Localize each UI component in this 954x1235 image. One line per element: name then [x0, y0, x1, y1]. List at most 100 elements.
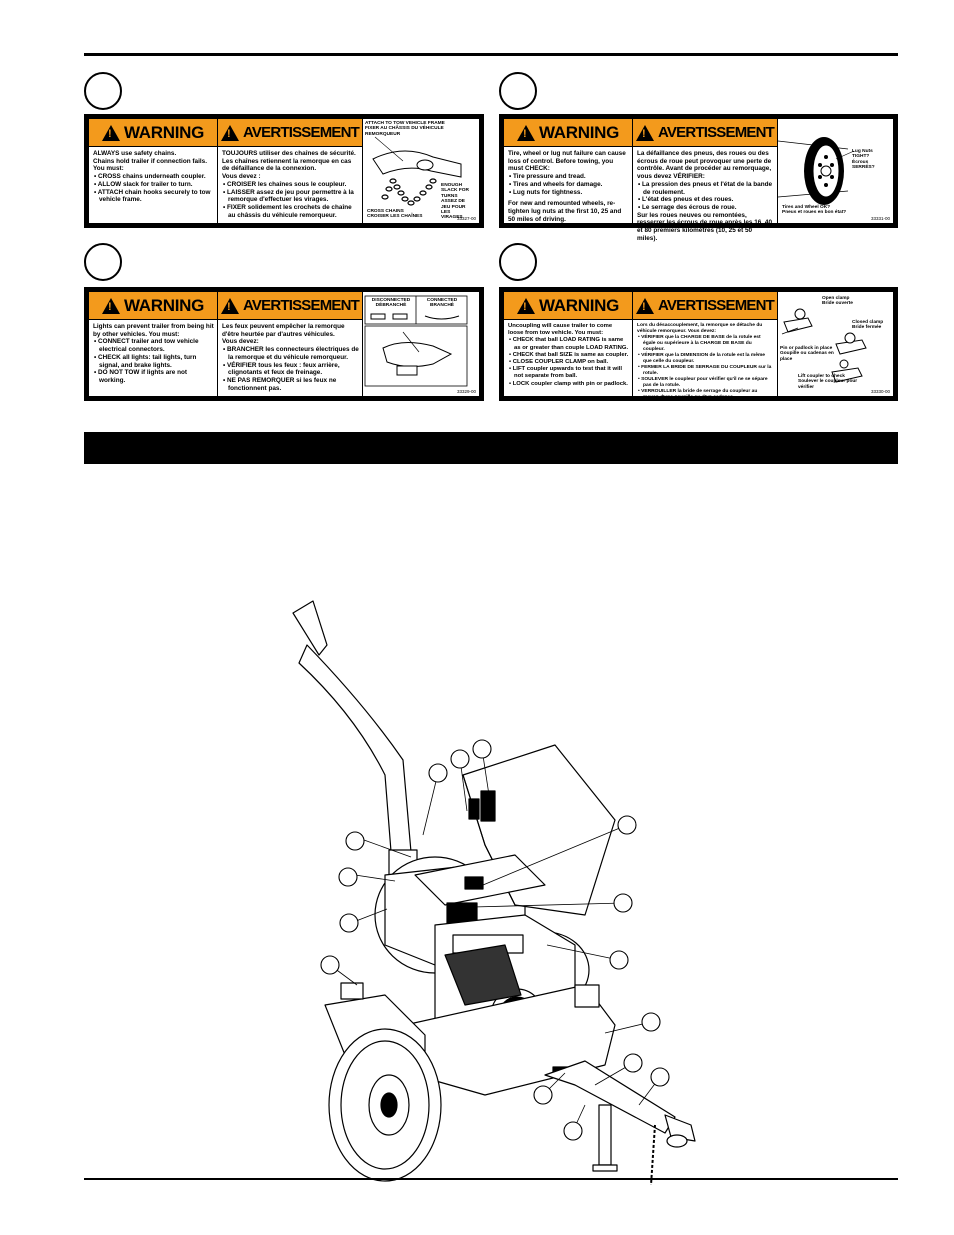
callout-circle: [617, 815, 637, 835]
decal-bullet: • CHECK all lights: tail lights, turn si…: [94, 353, 197, 369]
chain-hitch-drawing: [372, 136, 462, 206]
avertissement-title: AVERTISSEMENT: [243, 297, 360, 314]
decal-marker-circle: [499, 72, 537, 110]
decal-marker-circle: [499, 243, 537, 281]
decal-bullet: • VÉRIFIER tous les feux : feux arrière,…: [223, 361, 340, 377]
decal-text: Les chaînes retiennent la remorque en ca…: [222, 157, 352, 173]
callout-circle: [345, 831, 365, 851]
decal-part-code: 33330-00: [870, 389, 890, 394]
connector-drawing: [364, 295, 468, 387]
chute-deflector: [292, 600, 328, 656]
illustration-caption: Tires and Wheel OK?Pneus et roues en bon…: [782, 205, 847, 216]
decal-bullet: • LIFT coupler upwards to test that it w…: [509, 366, 623, 380]
decal-text: You must:: [93, 165, 124, 173]
decal-bullet: • LAISSER assez de jeu pour permettre à …: [223, 188, 354, 204]
decal-coupler: WARNING Uncoupling will cause trailer to…: [499, 287, 898, 401]
decal-bullet: • ATTACH chain hooks securely to tow veh…: [94, 188, 211, 204]
warning-triangle-icon: [636, 124, 654, 141]
decal-part-code: 33327-00: [456, 216, 476, 221]
decal-text: La défaillance des pneus, des roues ou d…: [637, 150, 772, 181]
section-header-bar: [84, 432, 898, 464]
decal-marker-circle: [84, 243, 122, 281]
callout-circle: [428, 763, 448, 783]
decal-bullet: • FERMER LA BRIDE DE SERRAGE DU COUPLEUR…: [638, 365, 772, 376]
warning-banner: WARNING: [504, 119, 632, 147]
decal-bullet: • FIXER solidement les crochets de chaîn…: [223, 203, 352, 219]
coupler: [664, 1114, 696, 1142]
illustration-caption: Lug Nuts TIGHT?Écrous SERRÉS?: [852, 149, 875, 171]
decal-english-column: WARNING Tire, wheel or lug nut failure c…: [504, 119, 633, 223]
decal-bullet: • CHECK that ball LOAD RATING is same as…: [509, 337, 629, 351]
decal-english-column: WARNING Lights can prevent trailer from …: [89, 292, 218, 396]
chipper-shredder-illustration: [292, 600, 696, 1185]
avertissement-banner: AVERTISSEMENT: [633, 292, 777, 320]
decal-bullet: • CROISER les chaînes sous le coupleur.: [223, 180, 347, 188]
decal-bullet: • VERROUILLER la bride de serrage du cou…: [638, 389, 758, 400]
decal-bullet: • SOULEVER le coupleur pour vérifier qu'…: [638, 377, 768, 388]
warning-triangle-icon: [516, 297, 535, 314]
decal-part-code: 33331-00: [870, 216, 890, 221]
decal-french-column: AVERTISSEMENT Lors du désaccouplement, l…: [633, 292, 778, 400]
callout-circle: [613, 893, 633, 913]
decal-text: Les feux peuvent empêcher la remorque d'…: [222, 323, 345, 338]
decal-bullet: • VÉRIFIER que la DIMENSION de la rotule…: [638, 353, 766, 364]
warning-triangle-icon: [101, 124, 120, 141]
callout-circle: [650, 1067, 670, 1087]
callout-circle: [339, 913, 359, 933]
decal-text: Vous devez:: [222, 338, 259, 346]
decal-bullet: • CONNECT trailer and tow vehicle electr…: [94, 338, 199, 354]
decal-bullet: • La pression des pneus et l'état de la …: [638, 180, 773, 196]
avertissement-banner: AVERTISSEMENT: [633, 119, 777, 147]
callout-circle: [338, 867, 358, 887]
decal-text: Chains hold trailer if connection fails.: [93, 157, 207, 165]
callout-circle: [623, 1053, 643, 1073]
warning-title: WARNING: [123, 295, 205, 315]
decal-french-column: AVERTISSEMENT TOUJOURS utiliser des chaî…: [218, 119, 363, 223]
decal-bullet: • LOCK coupler clamp with pin or padlock…: [509, 380, 628, 387]
decal-text: Lights can prevent trailer from being hi…: [93, 323, 214, 338]
warning-banner: WARNING: [89, 292, 217, 320]
callout-circles: [320, 739, 670, 1141]
decal-text: Tire, wheel or lug nut failure can cause…: [508, 150, 626, 173]
decal-bullet: • BRANCHER les connecteurs électriques d…: [223, 346, 359, 361]
callout-circle: [641, 1012, 661, 1032]
warning-title: WARNING: [538, 122, 620, 142]
callout-circle: [563, 1121, 583, 1141]
decal-text: ALWAYS use safety chains.: [93, 150, 177, 157]
decal-tires-wheels: WARNING Tire, wheel or lug nut failure c…: [499, 114, 898, 242]
warning-title: WARNING: [538, 295, 620, 315]
callout-circle: [609, 950, 629, 970]
warning-triangle-icon: [221, 297, 239, 314]
avertissement-title: AVERTISSEMENT: [658, 297, 775, 314]
decal-part-code: 33329-00: [456, 389, 476, 394]
warning-banner: WARNING: [89, 119, 217, 147]
tire-wheel-drawing: [777, 137, 855, 205]
decal-french-column: AVERTISSEMENT Les feux peuvent empêcher …: [218, 292, 363, 396]
decal-bullet: • CHECK that ball SIZE is same as couple…: [509, 351, 629, 358]
decal-text: For new and remounted wheels, re-tighten…: [508, 200, 622, 223]
decal-bullet: • NE PAS REMORQUER si les feux ne foncti…: [223, 376, 337, 392]
bottom-rule: [84, 1178, 898, 1180]
avertissement-banner: AVERTISSEMENT: [218, 292, 362, 320]
decal-text: Uncoupling will cause trailer to come lo…: [508, 323, 613, 337]
callout-circle: [533, 1085, 553, 1105]
avertissement-title: AVERTISSEMENT: [243, 124, 360, 141]
decal-bullet: • L'état des pneus et des roues.: [638, 196, 734, 204]
warning-triangle-icon: [636, 297, 654, 314]
decal-bullet: • Lug nuts for tightness.: [509, 188, 583, 196]
decal-bullet: • VÉRIFIER que la CHARGE DE BASE de la r…: [638, 335, 761, 352]
decal-safety-chains: WARNING ALWAYS use safety chains. Chains…: [84, 114, 484, 228]
decal-text: Vous devez :: [222, 173, 261, 181]
decal-bullet: • CROSS chains underneath coupler.: [94, 173, 206, 181]
warning-triangle-icon: [516, 124, 535, 141]
decal-bullet: • Tire pressure and tread.: [509, 173, 586, 181]
